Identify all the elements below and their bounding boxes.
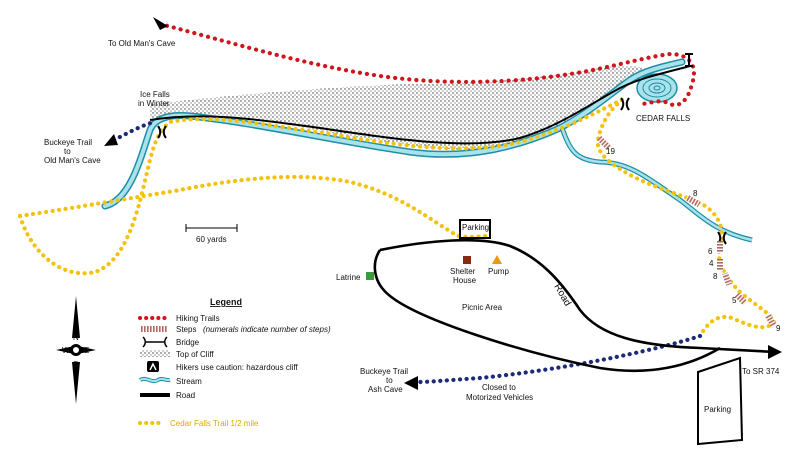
label-picnic-area: Picnic Area — [462, 303, 503, 312]
steps-count: 5 — [732, 296, 737, 305]
label-closed-2: Motorized Vehicles — [466, 393, 533, 402]
label-ice-falls: Ice Falls — [140, 90, 170, 99]
steps-marker — [734, 292, 748, 306]
label-scale: 60 yards — [196, 235, 227, 244]
steps-marker — [717, 241, 723, 253]
label-buckeye-ac-1: Buckeye Trail — [360, 367, 408, 376]
caution-icon — [147, 361, 159, 372]
label-buckeye-ac-3: Ash Cave — [368, 385, 403, 394]
legend-bridge-swatch — [142, 336, 168, 348]
steps-marker — [717, 259, 723, 271]
compass-w: W — [62, 346, 70, 355]
label-cedar-falls: CEDAR FALLS — [636, 114, 690, 123]
hiking-trail-red — [157, 21, 697, 108]
label-shelter-1: Shelter — [450, 267, 476, 276]
road — [379, 238, 776, 354]
arrow-to-old-mans-cave — [153, 17, 168, 30]
legend-cedar-trail-label: Cedar Falls Trail 1/2 mile — [170, 419, 259, 428]
steps-marker — [765, 314, 777, 328]
label-shelter-2: House — [453, 276, 477, 285]
label-ice-falls-winter: in Winter — [138, 99, 170, 108]
legend-stream-label: Stream — [176, 377, 202, 386]
cedar-falls-trail-parking — [17, 174, 491, 239]
legend-caution-label: Hikers use caution: hazardous cliff — [176, 363, 298, 372]
legend: Legend Hiking Trails Steps (numerals ind… — [138, 297, 331, 428]
parking-lot-bottom — [697, 356, 744, 446]
shelter-house-icon — [463, 256, 471, 264]
steps-count: 4 — [709, 259, 714, 268]
label-pump: Pump — [488, 267, 509, 276]
bridge-icon — [620, 97, 630, 111]
arrow-to-buckeye-old-mans-cave — [104, 134, 118, 146]
label-parking-top: Parking — [462, 223, 489, 232]
label-latrine: Latrine — [336, 273, 361, 282]
compass-rose-icon: N S W E — [56, 296, 96, 404]
legend-steps-label: Steps — [176, 325, 196, 334]
pump-icon — [492, 255, 502, 264]
steps-count: 6 — [708, 247, 713, 256]
buckeye-trail-west — [111, 119, 157, 143]
label-buckeye-ac-2: to — [386, 376, 393, 385]
cliff-edge-line — [149, 65, 691, 145]
label-buckeye-om-3: Old Man's Cave — [44, 156, 101, 165]
compass-s: S — [73, 360, 78, 369]
legend-stream-swatch — [139, 377, 171, 383]
steps-count: 8 — [713, 272, 718, 281]
parking-lot-top — [459, 219, 491, 239]
legend-bridge-label: Bridge — [176, 338, 200, 347]
compass-e: E — [84, 346, 89, 355]
steps-marker — [685, 194, 701, 208]
steps-marker — [596, 135, 612, 151]
steps-count: 8 — [693, 189, 698, 198]
legend-hiking-label: Hiking Trails — [176, 314, 220, 323]
label-parking-bottom: Parking — [704, 405, 731, 414]
label-closed-1: Closed to — [482, 383, 516, 392]
arrow-to-ash-cave — [404, 376, 418, 390]
legend-title: Legend — [210, 297, 242, 307]
label-to-sr374: To SR 374 — [742, 367, 780, 376]
label-buckeye-om-1: Buckeye Trail — [44, 138, 92, 147]
steps-count: 9 — [776, 324, 781, 333]
label-buckeye-om-2: to — [64, 147, 71, 156]
road-loop — [373, 249, 721, 373]
bridge-icon — [685, 53, 693, 67]
cedar-falls-trail-loop — [595, 97, 777, 339]
steps-count: 19 — [606, 147, 615, 156]
latrine-icon — [366, 272, 374, 280]
legend-cliff-label: Top of Cliff — [176, 350, 214, 359]
compass-n: N — [73, 333, 79, 342]
stream-branch-inner — [560, 127, 753, 242]
scale-bar — [185, 224, 238, 232]
cedar-falls-trail-main — [17, 97, 625, 276]
steps-marker — [722, 272, 732, 286]
bridge-icon — [157, 125, 167, 139]
legend-steps-swatch — [140, 326, 168, 332]
buckeye-trail-south — [415, 333, 703, 385]
legend-steps-note: (numerals indicate number of steps) — [203, 325, 331, 334]
legend-road-label: Road — [176, 391, 195, 400]
legend-cliff-swatch — [140, 350, 170, 357]
label-to-old-mans-cave: To Old Man's Cave — [108, 39, 176, 48]
cliff-top-band — [150, 65, 652, 150]
